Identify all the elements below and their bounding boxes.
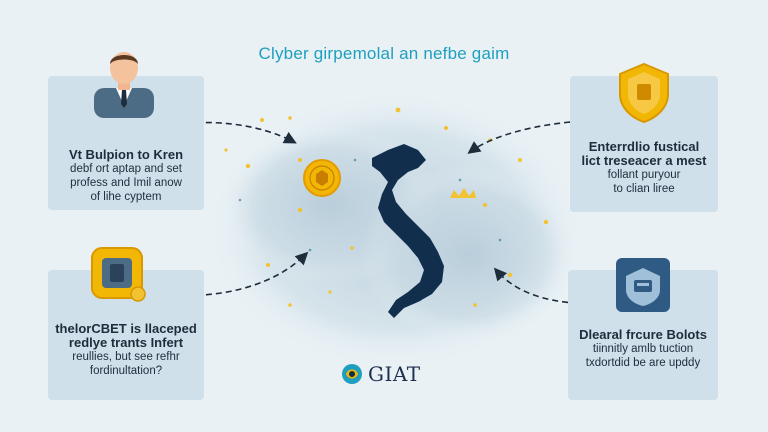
diagram-title: Clyber girpemolal an nefbe gaim [258, 44, 510, 63]
card-top-left-line-1: Vt Bulpion to Kren [68, 147, 184, 162]
card-top-left: Vt Bulpion to Kren debf ort aptap and se… [48, 52, 204, 210]
card-top-left-line-2: debf ort aptap and set [70, 163, 182, 175]
logo-text: GIAT [368, 362, 421, 386]
card-bottom-right-line-1: Dlearal frcure Bolots [579, 327, 707, 342]
card-bottom-left-line-4: fordinultation? [89, 365, 163, 377]
card-bottom-left-line-2: redlye trants Infert [68, 335, 184, 350]
card-bottom-right-line-3: txdortdid be are upddy [585, 357, 701, 369]
shield-icon [619, 62, 669, 124]
card-bottom-left: thelorCBET is llaceped redlye trants Inf… [48, 247, 204, 400]
card-top-right-line-1: Enterrdlio fustical [588, 139, 700, 154]
sparkle-decor [224, 107, 549, 307]
card-bottom-right-line-2: tiinnitly amlb tuction [592, 343, 694, 355]
vault-icon [616, 258, 670, 312]
logo-mark-icon [342, 364, 362, 384]
coin-icon [303, 159, 341, 197]
card-top-left-line-4: of lihe cyptem [90, 191, 162, 203]
card-top-left-line-3: profess and Imil anow [70, 177, 182, 189]
crown-icon [450, 188, 476, 198]
card-top-right-line-4: to clian liree [613, 183, 675, 195]
card-top-right-line-3: follant puryour [607, 169, 681, 181]
card-bottom-right: Dlearal frcure Bolots tiinnitly amlb tuc… [568, 258, 718, 400]
card-top-right: Enterrdlio fustical lict treseacer a mes… [570, 62, 718, 212]
card-bottom-left-line-1: thelorCBET is llaceped [55, 321, 197, 336]
card-bottom-left-line-3: reullies, but see refhr [72, 351, 180, 363]
brand-logo: GIAT [340, 362, 421, 386]
security-chip-icon [91, 247, 146, 302]
arrow-bottom-left [155, 251, 309, 297]
businessman-icon [94, 52, 154, 118]
country-map-shape [372, 144, 444, 318]
arrow-top-right [467, 119, 611, 154]
card-top-right-line-2: lict treseacer a mest [581, 153, 707, 168]
